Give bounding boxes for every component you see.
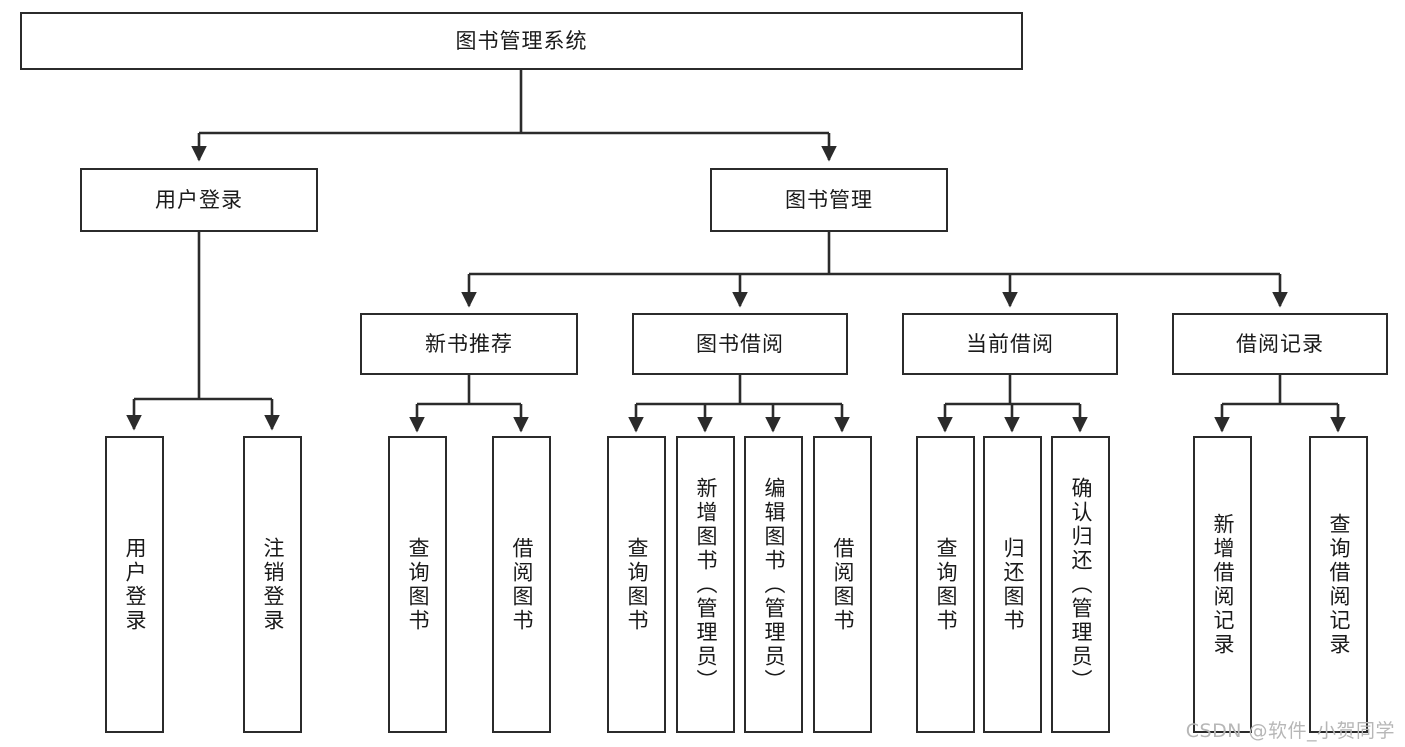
leaf-label: 查询图书: [406, 536, 430, 633]
node-label: 新书推荐: [425, 331, 513, 356]
node-label: 图书管理系统: [455, 28, 588, 53]
node-book-management[interactable]: 图书管理: [710, 168, 948, 232]
leaf-recommend-query-book[interactable]: 查询图书: [388, 436, 447, 733]
node-current-borrow[interactable]: 当前借阅: [902, 313, 1118, 375]
node-new-book-recommend[interactable]: 新书推荐: [360, 313, 578, 375]
leaf-record-query-record[interactable]: 查询借阅记录: [1309, 436, 1368, 733]
leaf-label: 新增图书（管理员）: [694, 476, 718, 693]
leaf-record-add-record[interactable]: 新增借阅记录: [1193, 436, 1252, 733]
leaf-borrow-add-book-admin[interactable]: 新增图书（管理员）: [676, 436, 735, 733]
leaf-label: 归还图书: [1001, 536, 1025, 633]
leaf-current-query-book[interactable]: 查询图书: [916, 436, 975, 733]
node-label: 借阅记录: [1236, 331, 1324, 356]
watermark-text: CSDN @软件_小贺同学: [1185, 720, 1395, 742]
leaf-label: 查询图书: [625, 536, 649, 633]
leaf-label: 确认归还（管理员）: [1069, 476, 1093, 693]
leaf-label: 借阅图书: [510, 536, 534, 633]
node-label: 图书借阅: [696, 331, 784, 356]
node-label: 图书管理: [785, 187, 873, 212]
leaf-label: 注销登录: [261, 536, 285, 633]
leaf-current-return-book[interactable]: 归还图书: [983, 436, 1042, 733]
node-label: 当前借阅: [966, 331, 1054, 356]
leaf-borrow-borrow-book[interactable]: 借阅图书: [813, 436, 872, 733]
leaf-user-login-login[interactable]: 用户登录: [105, 436, 164, 733]
leaf-user-login-logout[interactable]: 注销登录: [243, 436, 302, 733]
leaf-label: 查询图书: [934, 536, 958, 633]
node-borrow-record[interactable]: 借阅记录: [1172, 313, 1388, 375]
leaf-label: 查询借阅记录: [1327, 512, 1351, 657]
leaf-borrow-query-book[interactable]: 查询图书: [607, 436, 666, 733]
leaf-current-confirm-return-admin[interactable]: 确认归还（管理员）: [1051, 436, 1110, 733]
leaf-label: 借阅图书: [831, 536, 855, 633]
node-user-login[interactable]: 用户登录: [80, 168, 318, 232]
node-book-borrow[interactable]: 图书借阅: [632, 313, 848, 375]
leaf-label: 用户登录: [123, 536, 147, 633]
leaf-label: 编辑图书（管理员）: [762, 476, 786, 693]
node-root-system[interactable]: 图书管理系统: [20, 12, 1023, 70]
node-label: 用户登录: [155, 187, 243, 212]
leaf-label: 新增借阅记录: [1211, 512, 1235, 657]
leaf-borrow-edit-book-admin[interactable]: 编辑图书（管理员）: [744, 436, 803, 733]
leaf-recommend-borrow-book[interactable]: 借阅图书: [492, 436, 551, 733]
